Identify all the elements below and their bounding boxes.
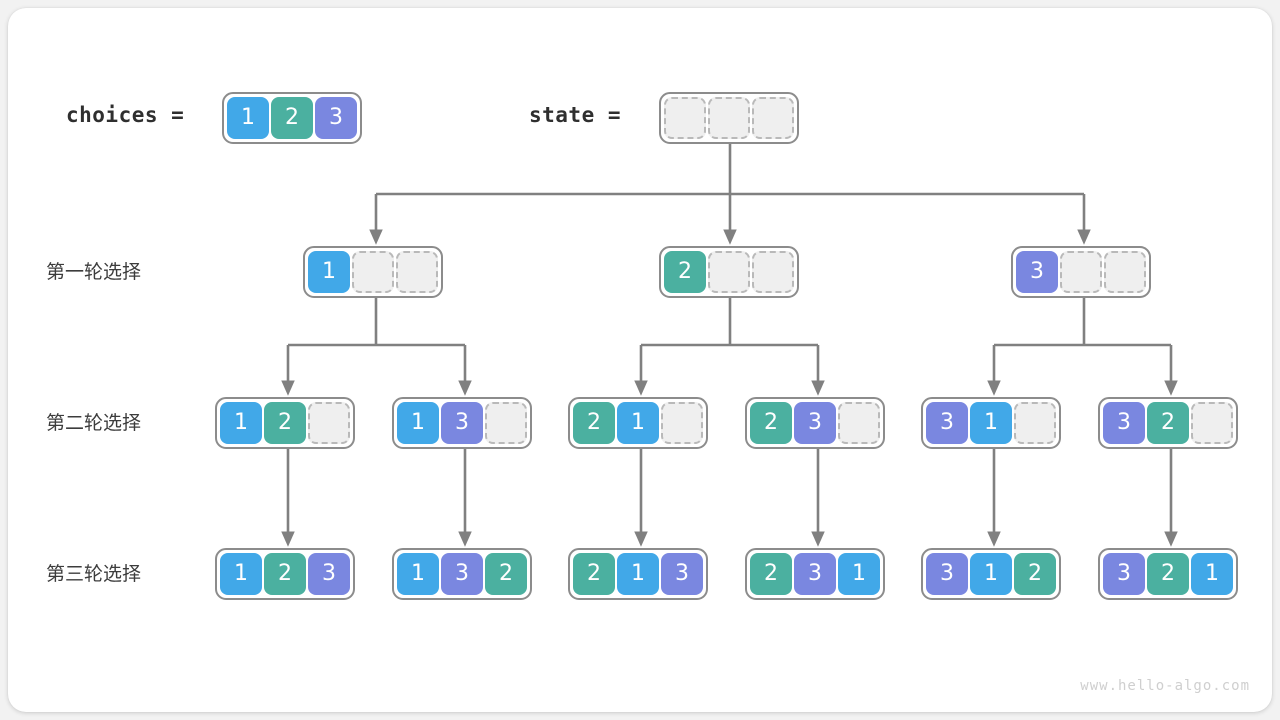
row-label-1: 第一轮选择 (46, 261, 142, 283)
watermark: www.hello-algo.com (1080, 678, 1250, 694)
r2n6-cell-2 (1191, 402, 1233, 444)
r2n5-cell-2 (1014, 402, 1056, 444)
r2n3-cell-1: 1 (617, 402, 659, 444)
row-label-3: 第三轮选择 (46, 563, 142, 585)
r2n3-cell-0: 2 (573, 402, 615, 444)
r1n2-cell-1 (708, 251, 750, 293)
r3n1-cell-2: 3 (308, 553, 350, 595)
r2n6-cell-0: 3 (1103, 402, 1145, 444)
r3n6-cell-0: 3 (1103, 553, 1145, 595)
r1n1-cell-0: 1 (308, 251, 350, 293)
r1n3-cell-1 (1060, 251, 1102, 293)
r3n3-cell-2: 3 (661, 553, 703, 595)
state-node-r1-n1: 1 (303, 246, 443, 298)
r3n1-cell-0: 1 (220, 553, 262, 595)
r3n3-cell-1: 1 (617, 553, 659, 595)
r2n1-cell-0: 1 (220, 402, 262, 444)
r2n2-cell-1: 3 (441, 402, 483, 444)
r3n6-cell-2: 1 (1191, 553, 1233, 595)
r2n1-cell-1: 2 (264, 402, 306, 444)
r3n4-cell-0: 2 (750, 553, 792, 595)
r2n5-cell-1: 1 (970, 402, 1012, 444)
r1n3-cell-2 (1104, 251, 1146, 293)
r2n4-cell-2 (838, 402, 880, 444)
r3n4-cell-1: 3 (794, 553, 836, 595)
r2n3-cell-2 (661, 402, 703, 444)
r3n5-cell-1: 1 (970, 553, 1012, 595)
choices-label: choices = (66, 103, 185, 127)
state-label: state = (529, 103, 622, 127)
state-array (659, 92, 799, 144)
r1n1-cell-2 (396, 251, 438, 293)
choices-cell-1: 2 (271, 97, 313, 139)
state-cell-1 (708, 97, 750, 139)
r3n2-cell-0: 1 (397, 553, 439, 595)
choices-cell-0: 1 (227, 97, 269, 139)
r3n2-cell-2: 2 (485, 553, 527, 595)
state-node-r1-n2: 2 (659, 246, 799, 298)
r2n4-cell-0: 2 (750, 402, 792, 444)
r3n2-cell-1: 3 (441, 553, 483, 595)
choices-cell-2: 3 (315, 97, 357, 139)
r3n3-cell-0: 2 (573, 553, 615, 595)
state-cell-2 (752, 97, 794, 139)
r2n4-cell-1: 3 (794, 402, 836, 444)
r3n5-cell-2: 2 (1014, 553, 1056, 595)
r2n2-cell-2 (485, 402, 527, 444)
r3n4-cell-2: 1 (838, 553, 880, 595)
row-label-2: 第二轮选择 (46, 412, 142, 434)
r1n1-cell-1 (352, 251, 394, 293)
r1n3-cell-0: 3 (1016, 251, 1058, 293)
r1n2-cell-0: 2 (664, 251, 706, 293)
r2n2-cell-0: 1 (397, 402, 439, 444)
state-node-r1-n3: 3 (1011, 246, 1151, 298)
r2n1-cell-2 (308, 402, 350, 444)
r3n6-cell-1: 2 (1147, 553, 1189, 595)
r3n5-cell-0: 3 (926, 553, 968, 595)
r1n2-cell-2 (752, 251, 794, 293)
r2n5-cell-0: 3 (926, 402, 968, 444)
r3n1-cell-1: 2 (264, 553, 306, 595)
r2n6-cell-1: 2 (1147, 402, 1189, 444)
state-cell-0 (664, 97, 706, 139)
